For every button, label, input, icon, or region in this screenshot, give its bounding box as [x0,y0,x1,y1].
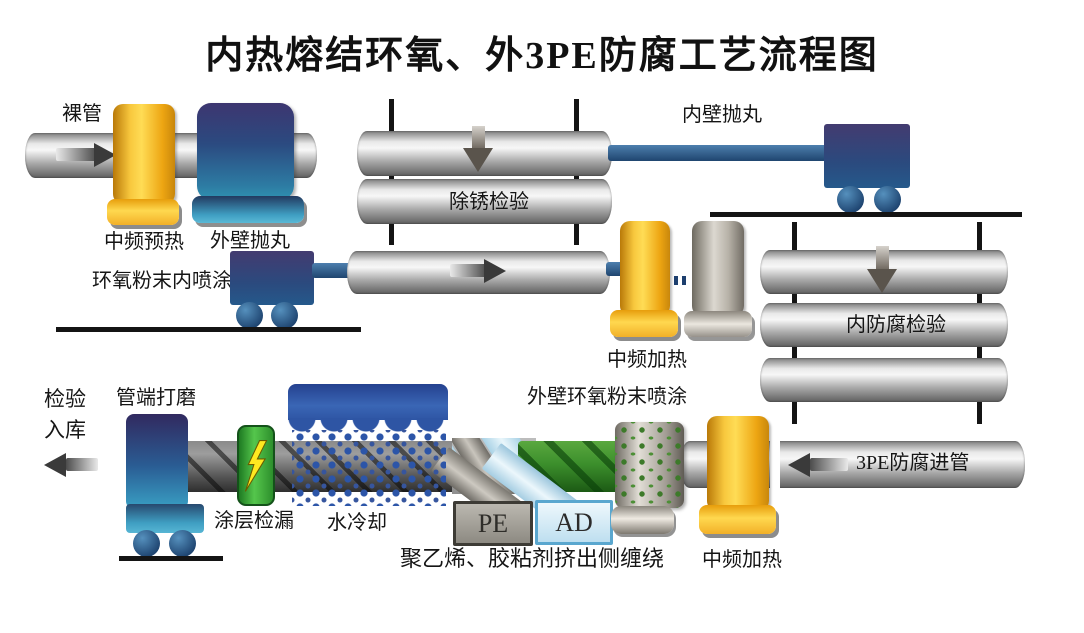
flow-arrow-down-icon [472,126,485,149]
epoxy-spray-booth [615,422,684,508]
pipe-end-grinder [126,414,188,509]
ad-extruder-box: AD [535,500,613,545]
label-pe-ad-winding: 聚乙烯、胶粘剂挤出侧缠绕 [400,546,665,571]
cart-rail [119,556,223,561]
ad-box-label: AD [555,507,593,537]
flow-arrow-right-head-icon [484,259,506,283]
water-droplets [292,430,446,506]
mf-heat-mid-clamp [620,221,670,316]
flow-arrow-left-icon [810,458,848,471]
mf-preheat-clamp-foot [107,199,179,225]
label-derust-inspection: 除锈检验 [449,191,529,213]
mf-preheat-clamp [113,104,175,204]
label-epoxy-inner-spray: 环氧粉末内喷涂 [92,270,232,292]
cart-rail [710,212,1022,217]
water-cooling-nozzles [288,418,448,433]
rack-pipe [357,179,612,224]
diagram-title: 内热熔结环氧、外3PE防腐工艺流程图 [205,35,879,77]
flow-arrow-left-head-icon [788,453,810,477]
epoxy-spray-cart [230,251,314,305]
mf-heat-mid-clamp-foot [610,310,678,337]
label-outer-epoxy-spray: 外壁环氧粉末喷涂 [527,386,687,408]
cart-wheel [169,530,196,557]
lightning-icon [244,439,268,492]
lance-nozzle-icon [666,276,686,285]
flow-arrow-down-head-icon [867,269,897,293]
label-pipe-in-3pe: 3PE防腐进管 [856,452,970,474]
label-inner-shot-blast: 内壁抛丸 [682,104,762,126]
label-mf-heat-mid: 中频加热 [607,349,687,371]
flow-arrow-left-icon [66,458,98,471]
rack-pipe [760,303,1008,347]
cart-wheel [874,186,901,213]
cart-wheel [837,186,864,213]
rack-pipe [760,358,1008,402]
cart-wheel [271,302,298,329]
flow-arrow-left-head-icon [44,453,66,477]
label-coating-leak-test: 涂层检漏 [214,510,294,532]
label-store: 入库 [44,418,86,442]
label-inspect: 检验 [44,387,86,411]
water-cooling-tank [288,384,448,420]
gray-clamp [692,221,744,316]
pe-box-label: PE [477,508,509,538]
label-outer-shot-blast: 外壁抛丸 [210,230,290,252]
label-water-cooling: 水冷却 [327,512,387,534]
flow-arrow-right-icon [56,148,96,161]
flow-arrow-right-head-icon [94,143,116,167]
label-mf-preheat: 中频预热 [104,231,184,253]
cart-wheel [236,302,263,329]
pipe-divider [770,439,780,490]
mf-heat-bottom-clamp-foot [699,505,776,534]
label-inner-coating-inspection: 内防腐检验 [846,314,946,336]
inner-shot-blast-lance [608,145,827,161]
label-bare-pipe: 裸管 [62,103,102,125]
flow-arrow-down-icon [876,246,889,270]
label-mf-heat-bottom: 中频加热 [702,549,782,571]
outer-shot-blast-drum [197,103,294,200]
coating-leak-detector [237,425,275,506]
spray-booth-roller [611,506,674,534]
pe-extruder-box: PE [453,501,533,546]
cart-wheel [133,530,160,557]
gray-clamp-foot [684,311,752,337]
pipe-end-grinder-base [126,504,204,533]
inner-shot-blast-cart [824,124,910,188]
mf-heat-bottom-clamp [707,416,769,511]
flow-arrow-right-icon [450,264,486,277]
label-pipe-end-grinding: 管端打磨 [116,387,196,409]
outer-shot-blast-base [192,196,304,223]
flow-arrow-down-head-icon [463,148,493,172]
cart-rail [56,327,361,332]
